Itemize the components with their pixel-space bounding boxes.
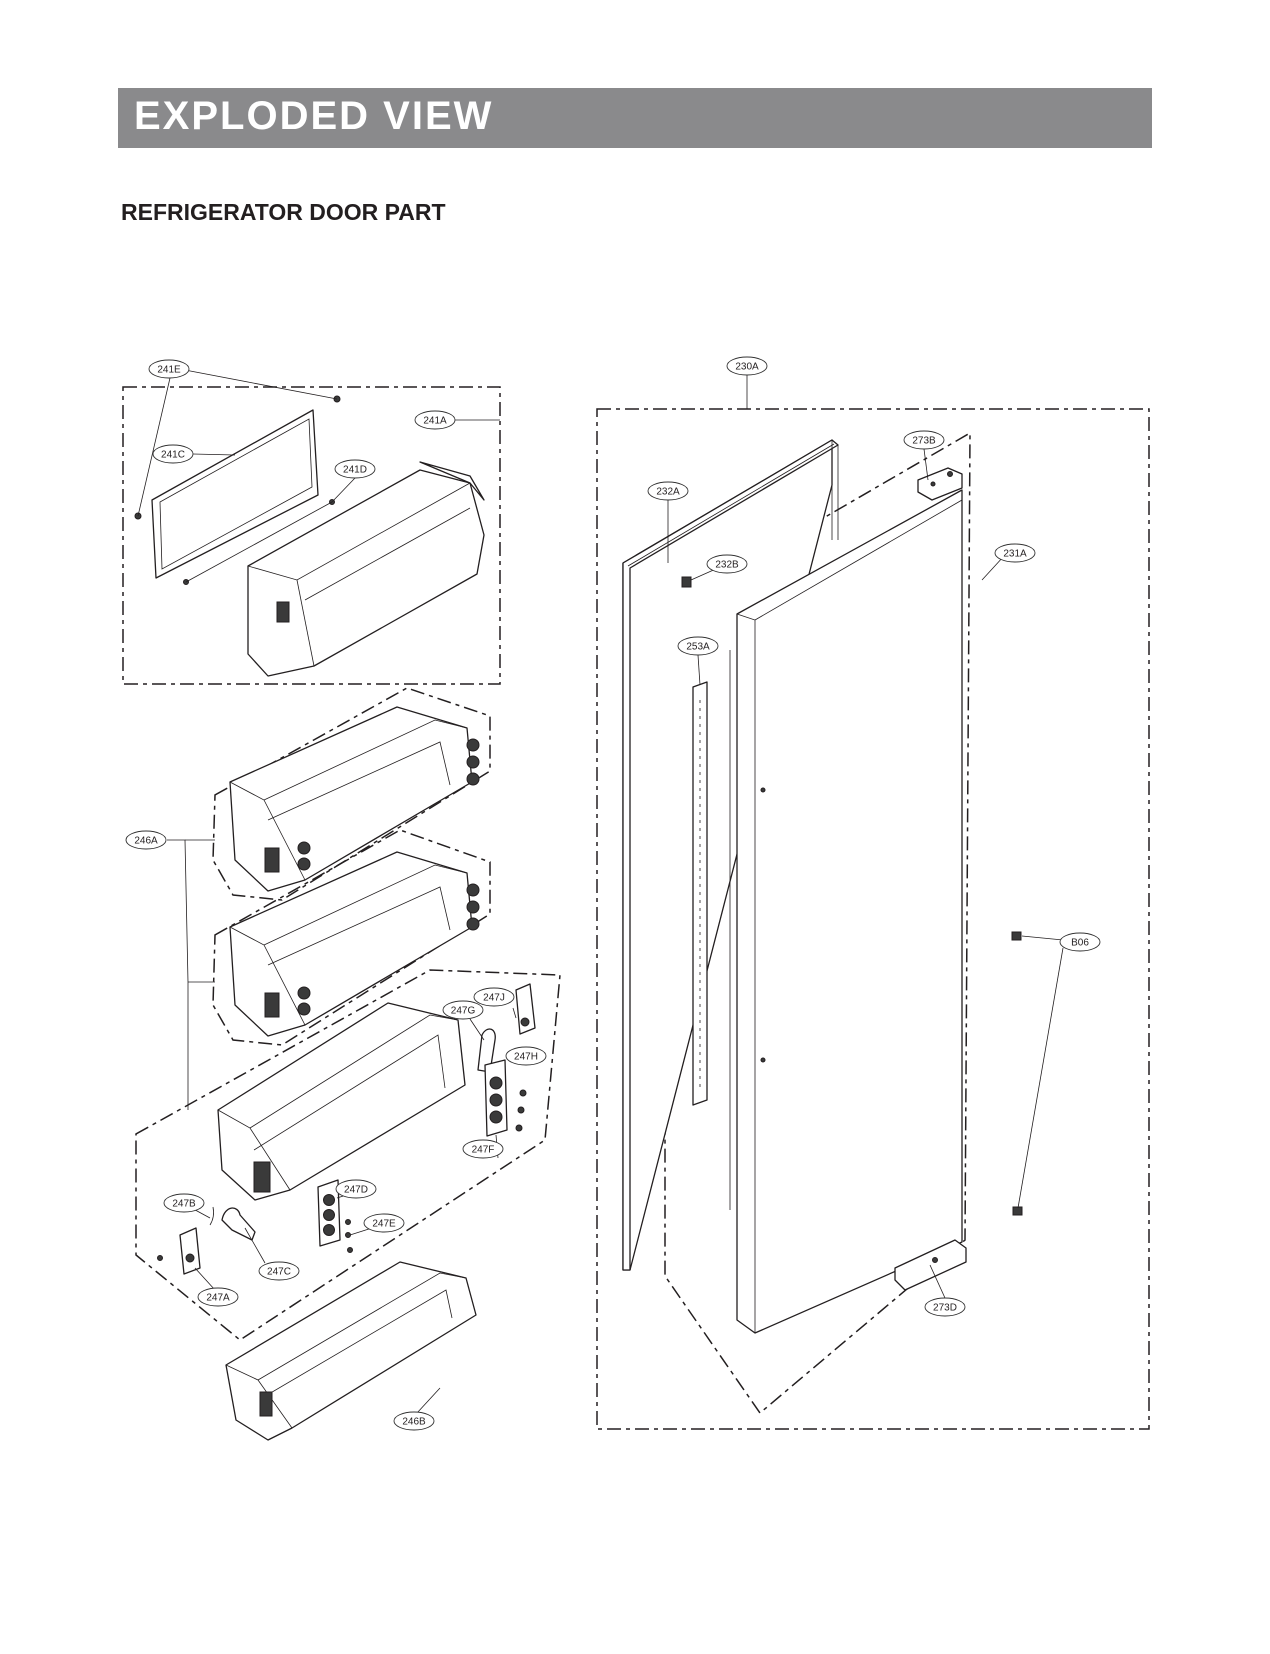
svg-text:B06: B06 xyxy=(1071,938,1089,949)
callout-230A: 230A xyxy=(726,356,768,376)
callout-247J: 247J xyxy=(473,987,515,1007)
part-247F-screw-c xyxy=(515,1124,523,1132)
page-title: EXPLODED VIEW xyxy=(134,94,494,138)
part-246A-basket-3 xyxy=(217,1002,466,1201)
callout-241E: 241E xyxy=(148,359,190,379)
svg-text:232A: 232A xyxy=(656,487,680,498)
group-frame-basket-1 xyxy=(212,687,491,901)
part-273B-hinge xyxy=(917,467,963,501)
part-232B-clip xyxy=(681,576,692,588)
callout-241A: 241A xyxy=(414,410,456,430)
part-247F-screw-b xyxy=(517,1106,525,1114)
svg-text:230A: 230A xyxy=(735,362,759,373)
part-247A-screw xyxy=(157,1255,163,1261)
svg-text:273D: 273D xyxy=(933,1303,957,1314)
callout-247A: 247A xyxy=(197,1287,239,1307)
svg-text:247C: 247C xyxy=(267,1267,291,1278)
svg-text:241E: 241E xyxy=(157,365,181,376)
callout-247G: 247G xyxy=(442,1000,484,1020)
svg-text:231A: 231A xyxy=(1003,549,1027,560)
svg-text:253A: 253A xyxy=(686,642,710,653)
svg-text:246A: 246A xyxy=(134,836,158,847)
part-247B-spring xyxy=(209,1206,214,1226)
svg-text:246B: 246B xyxy=(402,1417,426,1428)
svg-text:241D: 241D xyxy=(343,465,367,476)
svg-text:273B: 273B xyxy=(912,436,936,447)
callout-247F: 247F xyxy=(462,1139,504,1159)
callout-247E: 247E xyxy=(363,1213,405,1233)
part-247F-plate xyxy=(484,1059,508,1137)
part-247E-screw-b xyxy=(345,1232,351,1238)
callout-247B: 247B xyxy=(163,1193,205,1213)
callout-247C: 247C xyxy=(258,1261,300,1281)
part-231A-door-panel xyxy=(729,489,963,1334)
svg-text:247B: 247B xyxy=(172,1199,196,1210)
svg-text:247E: 247E xyxy=(372,1219,396,1230)
callout-232A: 232A xyxy=(647,481,689,501)
leader-lines xyxy=(137,369,1064,1414)
part-273D-hinge xyxy=(894,1239,967,1291)
group-frame-231A xyxy=(664,431,971,1415)
group-frame-230A xyxy=(596,408,1150,1430)
part-241A-bin xyxy=(247,461,485,677)
callout-253A: 253A xyxy=(677,636,719,656)
callout-247D: 247D xyxy=(335,1179,377,1199)
svg-text:247A: 247A xyxy=(206,1293,230,1304)
part-B06-screw-bottom xyxy=(1012,1206,1023,1216)
part-246B-basket xyxy=(225,1261,477,1441)
callout-246A: 246A xyxy=(125,830,167,850)
callout-273D: 273D xyxy=(924,1297,966,1317)
svg-text:247F: 247F xyxy=(472,1145,495,1156)
section-title: REFRIGERATOR DOOR PART xyxy=(121,199,446,225)
part-253A-strip xyxy=(692,681,708,1106)
svg-text:241C: 241C xyxy=(161,450,185,461)
svg-text:247G: 247G xyxy=(451,1006,476,1017)
callout-273B: 273B xyxy=(903,430,945,450)
group-frame-basket-2 xyxy=(212,829,491,1046)
svg-text:247D: 247D xyxy=(344,1185,368,1196)
part-247E-screw-c xyxy=(347,1247,353,1253)
svg-text:247J: 247J xyxy=(483,993,505,1004)
callout-232B: 232B xyxy=(706,554,748,574)
group-frame-241A xyxy=(122,386,501,685)
header-banner: EXPLODED VIEW xyxy=(118,88,1152,148)
callout-241C: 241C xyxy=(152,444,194,464)
part-246A-basket-1 xyxy=(229,706,480,892)
callout-241D: 241D xyxy=(334,459,376,479)
part-247C-lever xyxy=(221,1207,256,1241)
group-frame-basket-3 xyxy=(135,969,561,1341)
callout-B06: B06 xyxy=(1059,932,1101,952)
callout-247H: 247H xyxy=(505,1046,547,1066)
svg-text:232B: 232B xyxy=(715,560,739,571)
callout-246B: 246B xyxy=(393,1411,435,1431)
svg-text:241A: 241A xyxy=(423,416,447,427)
part-247F-screw-a xyxy=(519,1089,527,1097)
part-247D-plate xyxy=(317,1179,341,1247)
svg-text:247H: 247H xyxy=(514,1052,538,1063)
part-247J-bracket xyxy=(515,983,536,1035)
part-247E-screw-a xyxy=(345,1219,351,1225)
part-247A-bracket xyxy=(179,1227,201,1275)
callout-231A: 231A xyxy=(994,543,1036,563)
part-241C-cover xyxy=(151,409,319,579)
part-B06-screw-top xyxy=(1011,931,1022,941)
part-246A-basket-2 xyxy=(229,851,480,1037)
